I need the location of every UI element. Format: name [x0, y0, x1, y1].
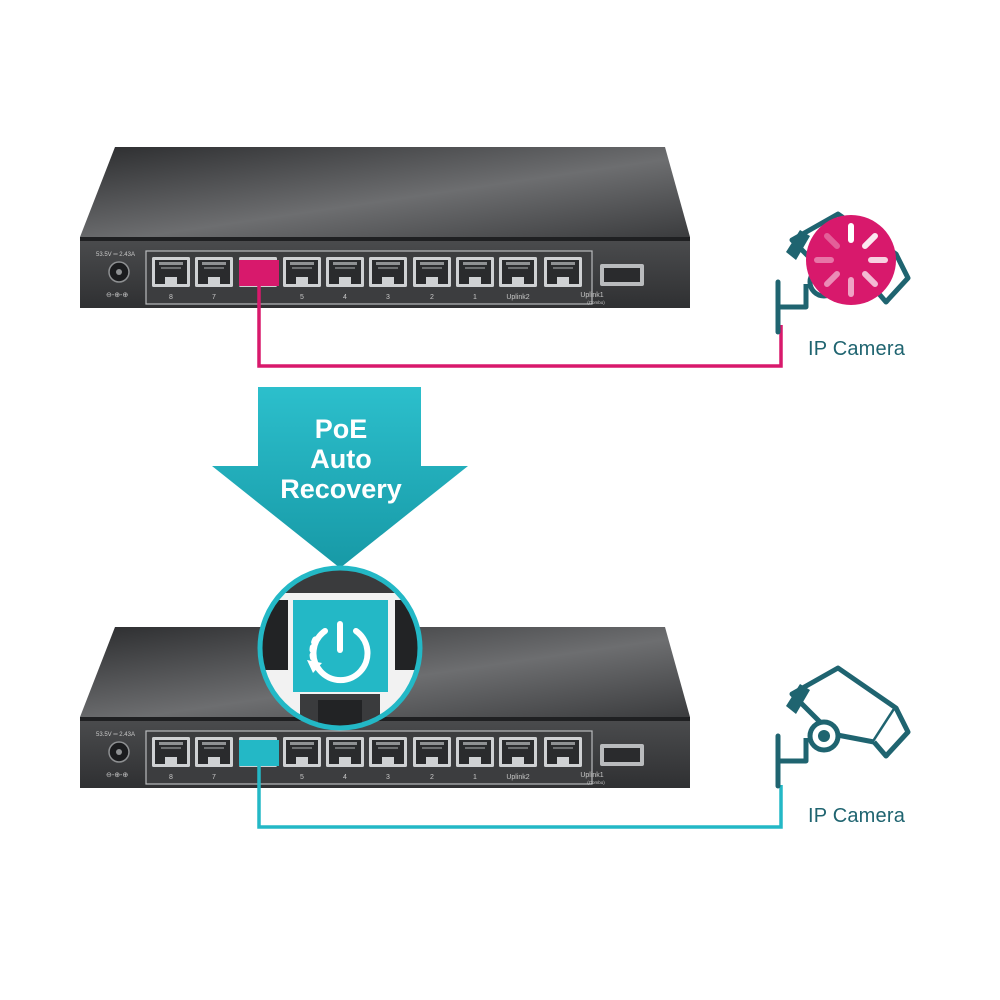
loading-spinner-icon [806, 215, 896, 305]
port-label: 4 [343, 294, 347, 301]
port-number-labels: 8 7 5 4 3 2 1 Uplink2 Uplink1 (Combo) [169, 292, 605, 305]
bottom-ip-camera [778, 668, 908, 786]
port-zoom-magnifier [257, 565, 423, 731]
bottom-camera-label: IP Camera [808, 805, 906, 827]
port-label: 3 [386, 774, 390, 781]
bottom-ethernet-link [257, 766, 783, 829]
power-polarity-icon: ⊖-⊕-⊕ [106, 772, 128, 779]
sfp-sublabel: (Combo) [587, 300, 605, 305]
arrow-label-line-2: Auto [310, 444, 372, 474]
power-restart-icon [307, 621, 371, 684]
port-label: 7 [212, 294, 216, 301]
port-label: Uplink2 [506, 294, 529, 301]
port-label: 8 [169, 294, 173, 301]
arrow-label: PoE Auto Recovery [250, 414, 432, 504]
port-label: 8 [169, 774, 173, 781]
sfp-label: Uplink1 [580, 292, 603, 299]
port-label: 7 [212, 774, 216, 781]
top-switch: 53.5V ═ 2.43A ⊖-⊕-⊕ 8 7 5 4 3 2 1 Uplink… [80, 147, 690, 308]
bottom-switch: 53.5V ═ 2.43A ⊖-⊕-⊕ 8 7 5 4 3 2 1 Uplink… [80, 627, 690, 788]
down-arrow-icon [212, 387, 468, 568]
port-label: 5 [300, 294, 304, 301]
port-label: 1 [473, 774, 477, 781]
faulty-port-highlight [239, 260, 279, 286]
port-label: 4 [343, 774, 347, 781]
port-label: Uplink2 [506, 774, 529, 781]
port-label: 3 [386, 294, 390, 301]
sfp-sublabel: (Combo) [587, 780, 605, 785]
arrow-label-line-1: PoE [314, 414, 368, 444]
top-ethernet-link [257, 286, 783, 368]
port-label: 2 [430, 774, 434, 781]
port-label: 2 [430, 294, 434, 301]
arrow-label-line-3: Recovery [280, 474, 402, 504]
power-rating-label: 53.5V ═ 2.43A [96, 252, 135, 258]
port-label: 5 [300, 774, 304, 781]
security-camera-icon [778, 668, 908, 786]
port-number-labels: 8 7 5 4 3 2 1 Uplink2 Uplink1 (Combo) [169, 772, 605, 785]
power-polarity-icon: ⊖-⊕-⊕ [106, 292, 128, 299]
power-rating-label: 53.5V ═ 2.43A [96, 732, 135, 738]
sfp-label: Uplink1 [580, 772, 603, 779]
recovered-port-highlight [239, 740, 279, 766]
port-label: 1 [473, 294, 477, 301]
top-camera-label: IP Camera [808, 338, 906, 360]
